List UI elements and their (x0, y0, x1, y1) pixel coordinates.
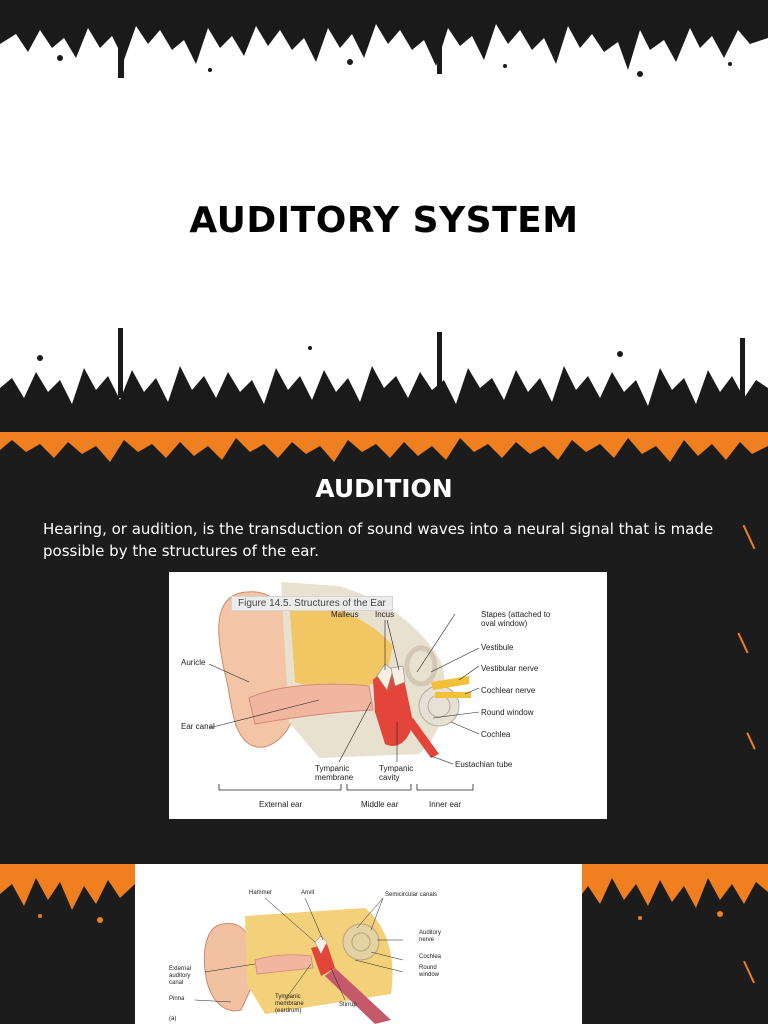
label-tympanic-membrane-2: Tympanic membrane (eardrum) (275, 994, 304, 1014)
orange-scratch (737, 632, 749, 654)
label-malleus: Malleus (331, 610, 359, 619)
label-pinna: Pinna (169, 996, 185, 1002)
label-vestibular-nerve: Vestibular nerve (481, 664, 539, 673)
orange-scratch (746, 732, 756, 750)
label-semicircular-canals: Semicircular canals (385, 892, 438, 898)
orange-scratch (743, 960, 755, 984)
page-title: AUDITORY SYSTEM (189, 200, 579, 241)
label-cochlear-nerve: Cochlear nerve (481, 686, 536, 695)
label-cochlea-2: Cochlea (419, 954, 442, 960)
label-external-auditory-canal: External auditory canal (169, 966, 192, 986)
body-paragraph: Hearing, or audition, is the transductio… (43, 520, 714, 560)
audition-slide: AUDITION Hearing, or audition, is the tr… (0, 432, 768, 864)
label-eustachian-tube: Eustachian tube (455, 760, 513, 769)
ear-anatomy-diagram (194, 897, 404, 1024)
ear-diagram (208, 582, 480, 791)
label-vestibule: Vestibule (481, 643, 514, 652)
label-middle-ear: Middle ear (361, 800, 399, 809)
label-hammer: Hammer (249, 890, 273, 896)
label-auditory-nerve: Auditory nerve (419, 930, 442, 943)
ear-anatomy-slide: Hammer Anvil Semicircular canals Auditor… (0, 864, 768, 1024)
label-tympanic-membrane: Tympanic membrane (315, 764, 354, 782)
label-stapes: Stapes (attached to oval window) (481, 610, 551, 628)
title-slide: AUDITORY SYSTEM (0, 0, 768, 432)
label-incus: Incus (375, 610, 395, 619)
label-inner-ear: Inner ear (429, 800, 462, 809)
label-cochlea: Cochlea (481, 730, 511, 739)
label-panel-letter: (a) (169, 1016, 177, 1022)
section-heading: AUDITION (315, 474, 453, 503)
label-external-ear: External ear (259, 800, 303, 809)
orange-scratch (742, 524, 756, 550)
ear-structures-figure: Figure 14.5. Structures of the Ear Malle… (169, 572, 607, 819)
grunge-top-border (0, 0, 768, 78)
figure-caption: Figure 14.5. Structures of the Ear (231, 596, 393, 611)
orange-grunge-edge (0, 864, 768, 923)
ear-anatomy-figure: Hammer Anvil Semicircular canals Auditor… (135, 864, 582, 1024)
label-auricle: Auricle (181, 658, 206, 667)
label-anvil: Anvil (301, 890, 315, 896)
label-round-window-2: Round window (419, 965, 440, 978)
label-stirrup: Stirrup (339, 1002, 357, 1008)
grunge-bottom-border (0, 328, 768, 432)
label-tympanic-cavity: Tympanic cavity (379, 764, 414, 782)
label-ear-canal: Ear canal (181, 722, 215, 731)
label-round-window: Round window (481, 708, 534, 717)
orange-grunge-band (0, 432, 768, 462)
